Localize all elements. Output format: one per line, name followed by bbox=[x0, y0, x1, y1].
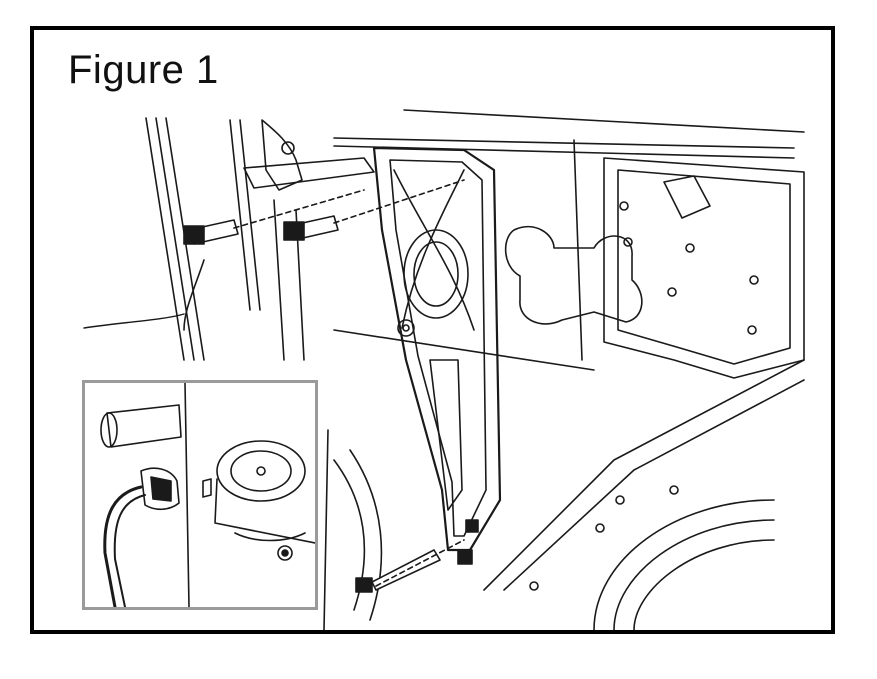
panel-edge bbox=[573, 139, 583, 361]
door-frame-line bbox=[155, 117, 195, 361]
door-frame-line bbox=[145, 117, 185, 361]
panel-hole bbox=[685, 243, 695, 253]
hinge-bolt bbox=[281, 141, 295, 155]
top-rail bbox=[333, 137, 795, 149]
bolt-icon bbox=[355, 549, 441, 593]
regulator-bolt-hole bbox=[397, 319, 415, 337]
bolt-icon bbox=[283, 215, 339, 241]
door-frame-line bbox=[229, 119, 251, 311]
connector-cable bbox=[113, 494, 146, 607]
figure-title: Figure 1 bbox=[68, 48, 219, 92]
label-tag bbox=[663, 175, 711, 219]
hinge-strap bbox=[243, 157, 375, 189]
motor-end bbox=[100, 412, 118, 448]
wire bbox=[83, 313, 185, 329]
motor-body bbox=[106, 404, 182, 448]
panel-hole bbox=[747, 325, 757, 335]
connector-detail-drawing bbox=[100, 383, 315, 607]
cross-cutout bbox=[504, 225, 643, 325]
inset-divider bbox=[184, 383, 190, 607]
regulator-cable bbox=[333, 329, 595, 371]
wire bbox=[183, 259, 205, 331]
detail-inset bbox=[82, 380, 318, 610]
speaker-arc bbox=[349, 449, 383, 621]
panel-oval-inner bbox=[413, 241, 459, 307]
regulator-bolt-hole bbox=[402, 324, 410, 332]
figure-frame: Figure 1 bbox=[30, 26, 835, 634]
speaker-arc bbox=[323, 429, 329, 630]
panel-hole bbox=[623, 237, 633, 247]
speaker-ring bbox=[633, 539, 775, 630]
inner-panel-inset bbox=[617, 169, 791, 365]
bolt-icon bbox=[457, 519, 479, 565]
panel-hole bbox=[619, 201, 629, 211]
boss-center bbox=[256, 466, 266, 476]
bolt-icon bbox=[183, 219, 239, 245]
guide-line bbox=[375, 539, 465, 587]
connector-cable bbox=[103, 485, 143, 607]
lower-panel bbox=[503, 379, 805, 591]
inset-clip bbox=[202, 478, 212, 498]
regulator-cable bbox=[401, 169, 465, 329]
speaker-ring bbox=[613, 519, 775, 630]
guide-line bbox=[233, 189, 365, 229]
panel-hole bbox=[529, 581, 539, 591]
panel-hole bbox=[615, 495, 625, 505]
panel-hole bbox=[667, 287, 677, 297]
top-rail bbox=[403, 109, 805, 133]
boss-outer bbox=[216, 440, 306, 502]
door-panel-drawing bbox=[83, 109, 805, 630]
regulator-cable bbox=[393, 169, 475, 331]
hinge-bracket bbox=[261, 119, 303, 191]
boss-base bbox=[234, 532, 306, 542]
panel-hole bbox=[669, 485, 679, 495]
inset-bolt bbox=[281, 549, 289, 557]
connector-icon bbox=[140, 467, 180, 511]
panel-oval bbox=[403, 229, 469, 319]
speaker-ring bbox=[593, 499, 775, 630]
guide-line bbox=[333, 179, 465, 224]
inner-panel bbox=[603, 157, 805, 379]
boss-base bbox=[214, 478, 315, 544]
boss-mid bbox=[230, 450, 292, 492]
inset-bolt bbox=[277, 545, 293, 561]
lower-panel bbox=[483, 359, 805, 591]
door-frame-line bbox=[239, 119, 261, 311]
panel-hole bbox=[749, 275, 759, 285]
regulator-rail bbox=[372, 146, 502, 552]
regulator-slot bbox=[429, 359, 463, 511]
panel-edge bbox=[273, 199, 285, 361]
panel-hole bbox=[595, 523, 605, 533]
